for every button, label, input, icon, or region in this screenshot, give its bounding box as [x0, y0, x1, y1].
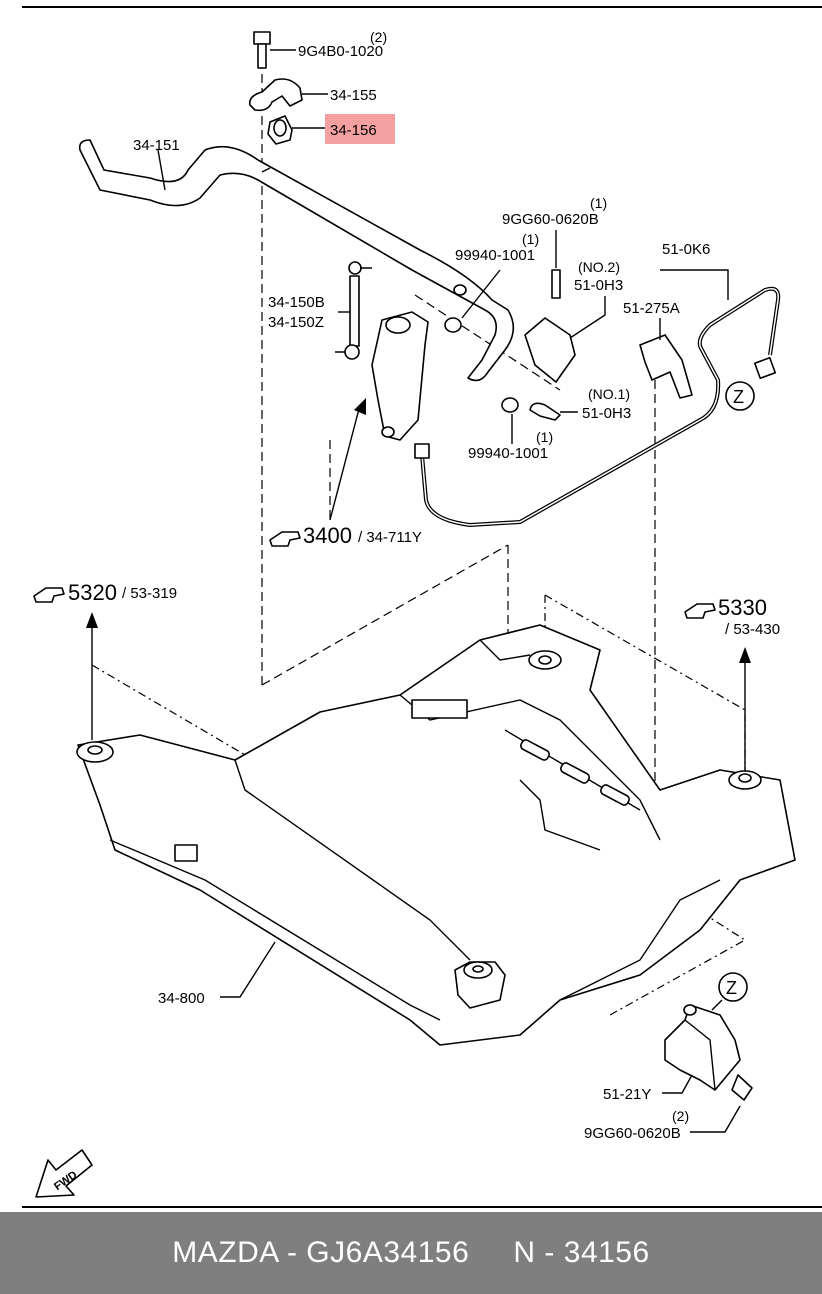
z-circle-top: [725, 381, 755, 411]
arrow-head-5320: [86, 612, 98, 628]
arrow-line-3400: [329, 404, 361, 521]
label-no2: (NO.2): [578, 259, 620, 275]
fwd-arrow: [35, 1149, 93, 1198]
leader-5121y: [662, 1074, 693, 1094]
label-9g4b0-1020: 9G4B0-1020: [298, 43, 383, 60]
bracket-51-275a: [639, 334, 693, 399]
leader-z-bottom: [711, 999, 723, 1011]
ref-5320-sub: / 53-319: [122, 585, 177, 602]
leader-34151: [157, 149, 166, 191]
qty-1-c: (1): [536, 429, 553, 445]
qty-2-bottom: (2): [672, 1108, 689, 1124]
arrow-head-5330: [739, 647, 751, 663]
leader-510h3-top: [569, 296, 606, 339]
arrow-head-3400: [354, 398, 366, 415]
pointing-hand-icon: [33, 587, 65, 603]
qty-2-top: (2): [370, 29, 387, 45]
label-34-155: 34-155: [330, 87, 377, 104]
nut-99940-bottom: [501, 397, 519, 413]
bolt-9g4b0: [253, 31, 271, 69]
label-51-275a: 51-275A: [623, 300, 680, 317]
label-34-156: 34-156: [330, 122, 377, 139]
z-circle-bottom: [718, 972, 748, 1002]
label-9gg60-0620b-bottom: 9GG60-0620B: [584, 1125, 681, 1142]
leader-510k6: [660, 269, 729, 300]
label-51-21y: 51-21Y: [603, 1086, 651, 1103]
pointing-hand-icon: [684, 603, 716, 619]
label-51-0h3-bottom: 51-0H3: [582, 405, 631, 422]
bracket-51-21y: [664, 1004, 753, 1101]
highlight-box: [325, 114, 395, 144]
label-34-800: 34-800: [158, 990, 205, 1007]
label-no1: (NO.1): [588, 386, 630, 402]
nut-99940-top: [444, 317, 462, 333]
label-34-150z: 34-150Z: [268, 314, 324, 331]
label-51-0h3-top: 51-0H3: [574, 277, 623, 294]
pointing-hand-icon: [269, 531, 301, 547]
clamp-34-155: [248, 78, 303, 112]
ref-3400: 3400: [303, 523, 352, 548]
ref-5320: 5320: [68, 580, 117, 605]
qty-1-b: (1): [522, 231, 539, 247]
label-99940-1001-top: 99940-1001: [455, 247, 535, 264]
bracket-51-0h3-no2: [524, 269, 576, 383]
stabilizer-link-34-150: [335, 261, 372, 360]
label-9gg60-0620b-top: 9GG60-0620B: [502, 211, 599, 228]
clip: [453, 284, 467, 296]
dashed-guide-link: [414, 294, 561, 391]
part-number-text: MAZDA - GJ6A34156 N - 34156: [172, 1236, 650, 1269]
ref-5330-sub: / 53-430: [725, 621, 780, 638]
leader-99940-top: [461, 269, 501, 319]
z-letter-top: Z: [733, 387, 744, 407]
label-51-0k6: 51-0K6: [662, 241, 710, 258]
part-number-banner: MAZDA - GJ6A34156 N - 34156: [0, 1212, 822, 1294]
label-99940-1001-bottom: 99940-1001: [468, 445, 548, 462]
ref-5330: 5330: [718, 595, 767, 620]
label-34-151: 34-151: [133, 137, 180, 154]
label-34-150b: 34-150B: [268, 294, 325, 311]
qty-1-a: (1): [590, 195, 607, 211]
stabilizer-bar-34-151: [78, 139, 515, 382]
leader-34800: [220, 941, 276, 998]
clip-51-0h3-no1: [529, 402, 561, 421]
ref-3400-sub: / 34-711Y: [358, 529, 422, 546]
parts-diagram: (2) 9G4B0-1020 34-155 34-156 34-151 (1) …: [22, 6, 822, 1208]
harness-51-0k6: [414, 286, 781, 528]
crossmember-34-800: [76, 624, 796, 1046]
z-letter-bottom: Z: [726, 978, 737, 998]
dashed-guide-diagonal: [261, 544, 509, 686]
bushing-34-156: [267, 115, 293, 145]
leader-9gg60-bot: [690, 1105, 741, 1133]
knuckle: [371, 311, 429, 441]
